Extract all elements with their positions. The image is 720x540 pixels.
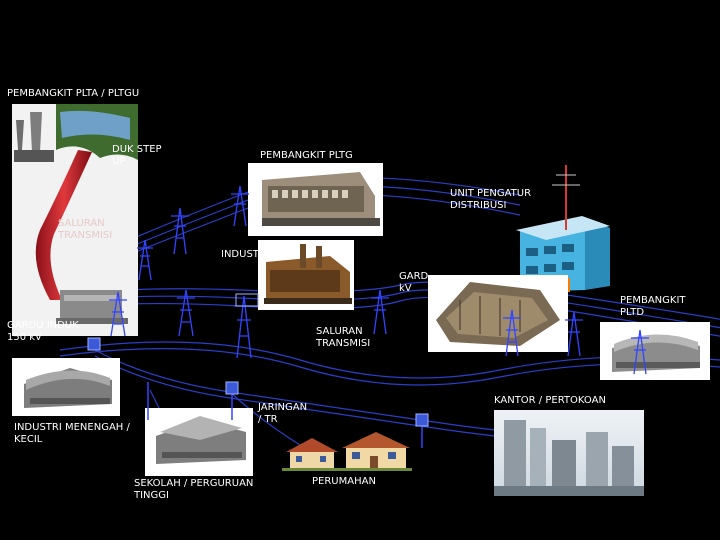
label-gardu-induk-150kv: GARDU INDUK 150 kV [7,320,79,343]
tower [171,207,189,255]
pltg-plant-image [248,163,383,236]
label-saluran-transmisi-top: SALURAN TRANSMISI [58,218,113,241]
medium-industry-image [12,358,120,416]
tower [231,185,249,227]
label-unit-pengatur-distribusi: UNIT PENGATUR DISTRIBUSI [450,188,532,211]
label-pembangkit-pltd: PEMBANGKIT PLTD [620,295,686,318]
label-gardu-induk-step-up: DUK STEP UP [112,144,162,167]
label-industri-menengah: INDUSTRI MENENGAH / KECIL [14,422,130,445]
tower [137,239,153,281]
label-industri-besar: INDUSTRI [221,249,269,260]
label-jaringan-tr: JARINGAN / TR [258,402,308,425]
housing-image [282,432,412,471]
office-buildings-image [494,410,644,496]
label-sekolah: SEKOLAH / PERGURUAN TINGGI [134,478,254,501]
distribution-poles [87,293,429,448]
distribution-control-building [516,165,610,292]
pltd-plant-image [600,322,710,380]
tower [503,309,521,357]
school-image [145,408,253,476]
tower [109,291,127,337]
substation-image [428,275,568,352]
tower [177,289,195,337]
tower [631,329,649,375]
tower [565,311,583,357]
transmission-towers [109,185,649,375]
label-perumahan: PERUMAHAN [312,476,376,487]
label-kantor-pertokoan: KANTOR / PERTOKOAN [494,395,606,406]
tower [371,289,389,335]
label-pembangkit-pltg: PEMBANGKIT PLTG [260,150,353,161]
label-gardu-kv: GARD kV [399,271,429,294]
large-industry-image [258,240,354,310]
label-pembangkit-plta: PEMBANGKIT PLTA / PLTGU [7,88,140,99]
label-saluran-transmisi: SALURAN TRANSMISI [316,326,371,349]
